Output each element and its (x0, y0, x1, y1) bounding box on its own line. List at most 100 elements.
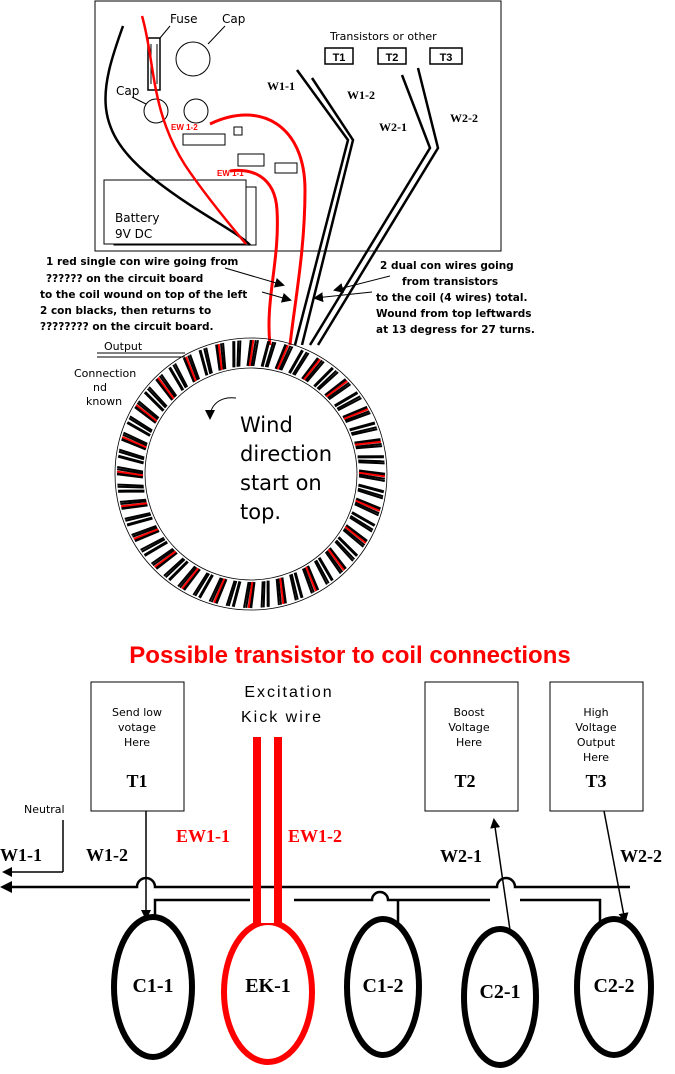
winding-segment (192, 572, 214, 599)
winding-wire (248, 339, 255, 367)
winding-wire (316, 369, 337, 390)
winding-wire (317, 371, 339, 391)
winding-wire (303, 358, 321, 381)
winding-wire (123, 431, 148, 445)
winding-wire (304, 359, 323, 382)
winding-wire (334, 391, 359, 408)
winding-wire (290, 573, 299, 600)
t1-label: T1 (333, 52, 346, 64)
board-wires (104, 15, 440, 346)
t2-box (377, 47, 407, 65)
t2-desc-3: Here (456, 736, 482, 749)
coil-c21: C2-1 (461, 926, 539, 1068)
winding-segment (168, 363, 189, 391)
left-note-line-3: to the coil wound on top of the left (40, 289, 247, 301)
winding-segment (357, 483, 385, 500)
winding-wire (328, 383, 352, 401)
winding-wire (133, 528, 159, 540)
winding-wire (303, 567, 315, 593)
winding-segment (243, 581, 256, 609)
winding-wire (315, 559, 330, 584)
winding-wire (279, 577, 285, 605)
winding-wire (324, 378, 347, 397)
winding-wire (337, 397, 362, 412)
winding-wire (214, 578, 228, 604)
ew11-label: EW 1-1 (217, 169, 244, 178)
t3-desc-1: High (583, 706, 608, 719)
winding-segment (289, 572, 304, 601)
winding-wire (262, 581, 266, 608)
winding-wire (185, 356, 197, 382)
coil-c12-label: C1-2 (362, 975, 403, 997)
winding-wire (358, 471, 386, 478)
winding-wire (189, 354, 201, 380)
winding-wire (152, 549, 175, 567)
winding-segment (126, 415, 153, 437)
winding-wire (118, 450, 145, 461)
connection-line-2: nd (93, 381, 107, 394)
excitation-line-1: Excitation (244, 684, 333, 701)
winding-segment (334, 391, 362, 412)
winding-wire (155, 551, 178, 570)
winding-segment (198, 347, 213, 376)
winding-wire (157, 377, 175, 400)
main-bus-wire (4, 876, 630, 889)
coil-c21-loop (461, 926, 539, 1068)
battery-voltage: 9V DC (115, 227, 152, 241)
t1-desc-3: Here (124, 736, 150, 749)
winding-wire (136, 402, 159, 421)
right-note-line-3: to the coil (4 wires) total. (376, 292, 527, 304)
winding-wire (357, 489, 384, 500)
winding-wire (205, 347, 213, 374)
w11-wire (293, 69, 350, 346)
winding-wire (313, 366, 334, 388)
ic-chip-1 (182, 133, 226, 146)
winding-wire (358, 475, 385, 482)
winding-wire (301, 357, 320, 380)
winding-wire (342, 529, 365, 548)
winding-segment (354, 438, 383, 450)
winding-segment (215, 342, 227, 371)
winding-wire (158, 375, 176, 398)
winding-wire (328, 547, 347, 570)
black-wire-left (104, 25, 251, 246)
winding-segment (119, 498, 148, 510)
winding-segment (324, 378, 352, 401)
winding-wire (288, 349, 304, 374)
right-note: 2 dual con wires going from transistors … (313, 260, 535, 336)
winding-wire (305, 566, 317, 592)
winding-wire (116, 468, 144, 475)
winding-wire (344, 410, 370, 422)
winding-wire (342, 405, 368, 419)
winding-wire (118, 448, 145, 459)
cap-label-top: Cap (222, 12, 245, 26)
t2-schematic-box (424, 681, 519, 812)
winding-segment (143, 386, 168, 412)
coil-link-wire (153, 890, 602, 930)
fuse-label: Fuse (170, 12, 198, 26)
winding-wire (349, 516, 373, 533)
coil-c12: C1-2 (344, 916, 422, 1058)
winding-wire (121, 503, 148, 510)
winding-wire (198, 349, 209, 376)
winding-wire (174, 363, 189, 388)
winding-segment (232, 340, 242, 368)
winding-wire (345, 524, 368, 543)
winding-wire (126, 421, 151, 437)
ic-chip-2 (237, 153, 265, 167)
winding-wire (179, 566, 198, 589)
winding-wire (293, 352, 310, 376)
winding-wire (345, 412, 371, 424)
winding-segment (260, 340, 277, 368)
coil-c22: C2-2 (574, 916, 654, 1058)
winding-wire (260, 581, 264, 608)
left-note-line-5: ???????? on the circuit board. (40, 321, 213, 333)
winding-wire (355, 443, 382, 448)
bus-arrowhead (0, 881, 12, 893)
neutral-label: Neutral (24, 803, 65, 816)
winding-segment (134, 400, 160, 424)
wind-line-2: direction (240, 442, 332, 466)
coil-c21-label: C2-1 (479, 981, 520, 1003)
excitation-line-2: Kick wire (241, 709, 323, 726)
winding-segment (275, 577, 287, 606)
